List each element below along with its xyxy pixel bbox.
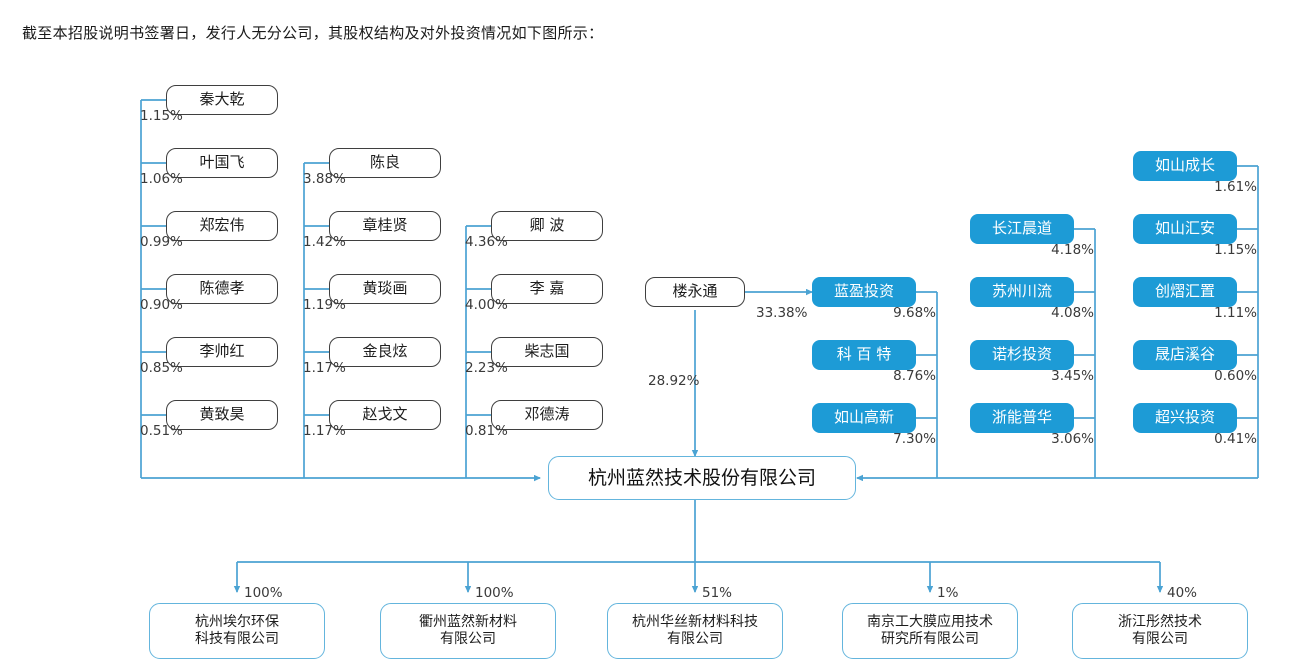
stake-percent: 1.11%: [1214, 305, 1257, 321]
person-node[interactable]: 李 嘉: [491, 274, 603, 304]
ownership-structure-diagram: 秦大乾 1.15% 叶国飞 1.06% 郑宏伟 0.99% 陈德孝 0.90% …: [0, 60, 1299, 659]
person-node[interactable]: 黄致昊: [166, 400, 278, 430]
institution-node[interactable]: 浙能普华: [970, 403, 1074, 433]
institution-node[interactable]: 蓝盈投资: [812, 277, 916, 307]
stake-percent: 1.15%: [1214, 242, 1257, 258]
subsidiary-percent: 1%: [937, 585, 959, 601]
person-node[interactable]: 陈德孝: [166, 274, 278, 304]
stake-percent: 0.41%: [1214, 431, 1257, 447]
person-node-louyongtong[interactable]: 楼永通: [645, 277, 745, 307]
subsidiary-node[interactable]: 浙江彤然技术 有限公司: [1072, 603, 1248, 659]
subsidiary-percent: 100%: [475, 585, 514, 601]
stake-percent: 0.60%: [1214, 368, 1257, 384]
institution-node[interactable]: 长江晨道: [970, 214, 1074, 244]
institution-node[interactable]: 超兴投资: [1133, 403, 1237, 433]
person-node[interactable]: 秦大乾: [166, 85, 278, 115]
stake-percent: 1.06%: [140, 171, 183, 187]
stake-percent: 0.85%: [140, 360, 183, 376]
stake-percent: 1.61%: [1214, 179, 1257, 195]
subsidiary-node[interactable]: 杭州埃尔环保 科技有限公司: [149, 603, 325, 659]
institution-node[interactable]: 创熠汇置: [1133, 277, 1237, 307]
stake-percent: 0.99%: [140, 234, 183, 250]
institution-node[interactable]: 诺杉投资: [970, 340, 1074, 370]
page-caption: 截至本招股说明书签署日，发行人无分公司，其股权结构及对外投资情况如下图所示：: [22, 24, 604, 42]
stake-percent: 3.06%: [1051, 431, 1094, 447]
stake-percent: 9.68%: [893, 305, 936, 321]
stake-percent: 1.19%: [303, 297, 346, 313]
institution-node[interactable]: 苏州川流: [970, 277, 1074, 307]
person-node[interactable]: 黄琰画: [329, 274, 441, 304]
stake-percent: 4.08%: [1051, 305, 1094, 321]
stake-percent-direct: 28.92%: [648, 373, 700, 389]
stake-percent: 2.23%: [465, 360, 508, 376]
institution-node[interactable]: 如山汇安: [1133, 214, 1237, 244]
person-node[interactable]: 邓德涛: [491, 400, 603, 430]
stake-percent: 1.15%: [140, 108, 183, 124]
person-node[interactable]: 陈良: [329, 148, 441, 178]
institution-node[interactable]: 如山成长: [1133, 151, 1237, 181]
subsidiary-percent: 51%: [702, 585, 733, 601]
stake-percent: 1.17%: [303, 423, 346, 439]
person-node[interactable]: 金良炫: [329, 337, 441, 367]
subsidiary-node[interactable]: 衢州蓝然新材料 有限公司: [380, 603, 556, 659]
institution-node[interactable]: 如山高新: [812, 403, 916, 433]
person-node[interactable]: 郑宏伟: [166, 211, 278, 241]
person-node[interactable]: 赵戈文: [329, 400, 441, 430]
institution-node[interactable]: 晟店溪谷: [1133, 340, 1237, 370]
subsidiary-node[interactable]: 杭州华丝新材料科技 有限公司: [607, 603, 783, 659]
connector-lines: [140, 99, 1259, 593]
stake-percent: 3.88%: [303, 171, 346, 187]
subsidiary-percent: 40%: [1167, 585, 1198, 601]
person-node[interactable]: 叶国飞: [166, 148, 278, 178]
stake-percent: 8.76%: [893, 368, 936, 384]
core-company-node[interactable]: 杭州蓝然技术股份有限公司: [548, 456, 856, 500]
person-node[interactable]: 柴志国: [491, 337, 603, 367]
subsidiary-percent: 100%: [244, 585, 283, 601]
stake-percent: 7.30%: [893, 431, 936, 447]
person-node[interactable]: 章桂贤: [329, 211, 441, 241]
subsidiary-node[interactable]: 南京工大膜应用技术 研究所有限公司: [842, 603, 1018, 659]
person-node[interactable]: 卿 波: [491, 211, 603, 241]
stake-percent: 4.36%: [465, 234, 508, 250]
person-node[interactable]: 李帅红: [166, 337, 278, 367]
stake-percent: 1.42%: [303, 234, 346, 250]
stake-percent: 3.45%: [1051, 368, 1094, 384]
institution-node[interactable]: 科 百 特: [812, 340, 916, 370]
stake-percent-to-lanying: 33.38%: [756, 305, 808, 321]
stake-percent: 0.81%: [465, 423, 508, 439]
stake-percent: 1.17%: [303, 360, 346, 376]
stake-percent: 4.18%: [1051, 242, 1094, 258]
stake-percent: 4.00%: [465, 297, 508, 313]
stake-percent: 0.90%: [140, 297, 183, 313]
stake-percent: 0.51%: [140, 423, 183, 439]
